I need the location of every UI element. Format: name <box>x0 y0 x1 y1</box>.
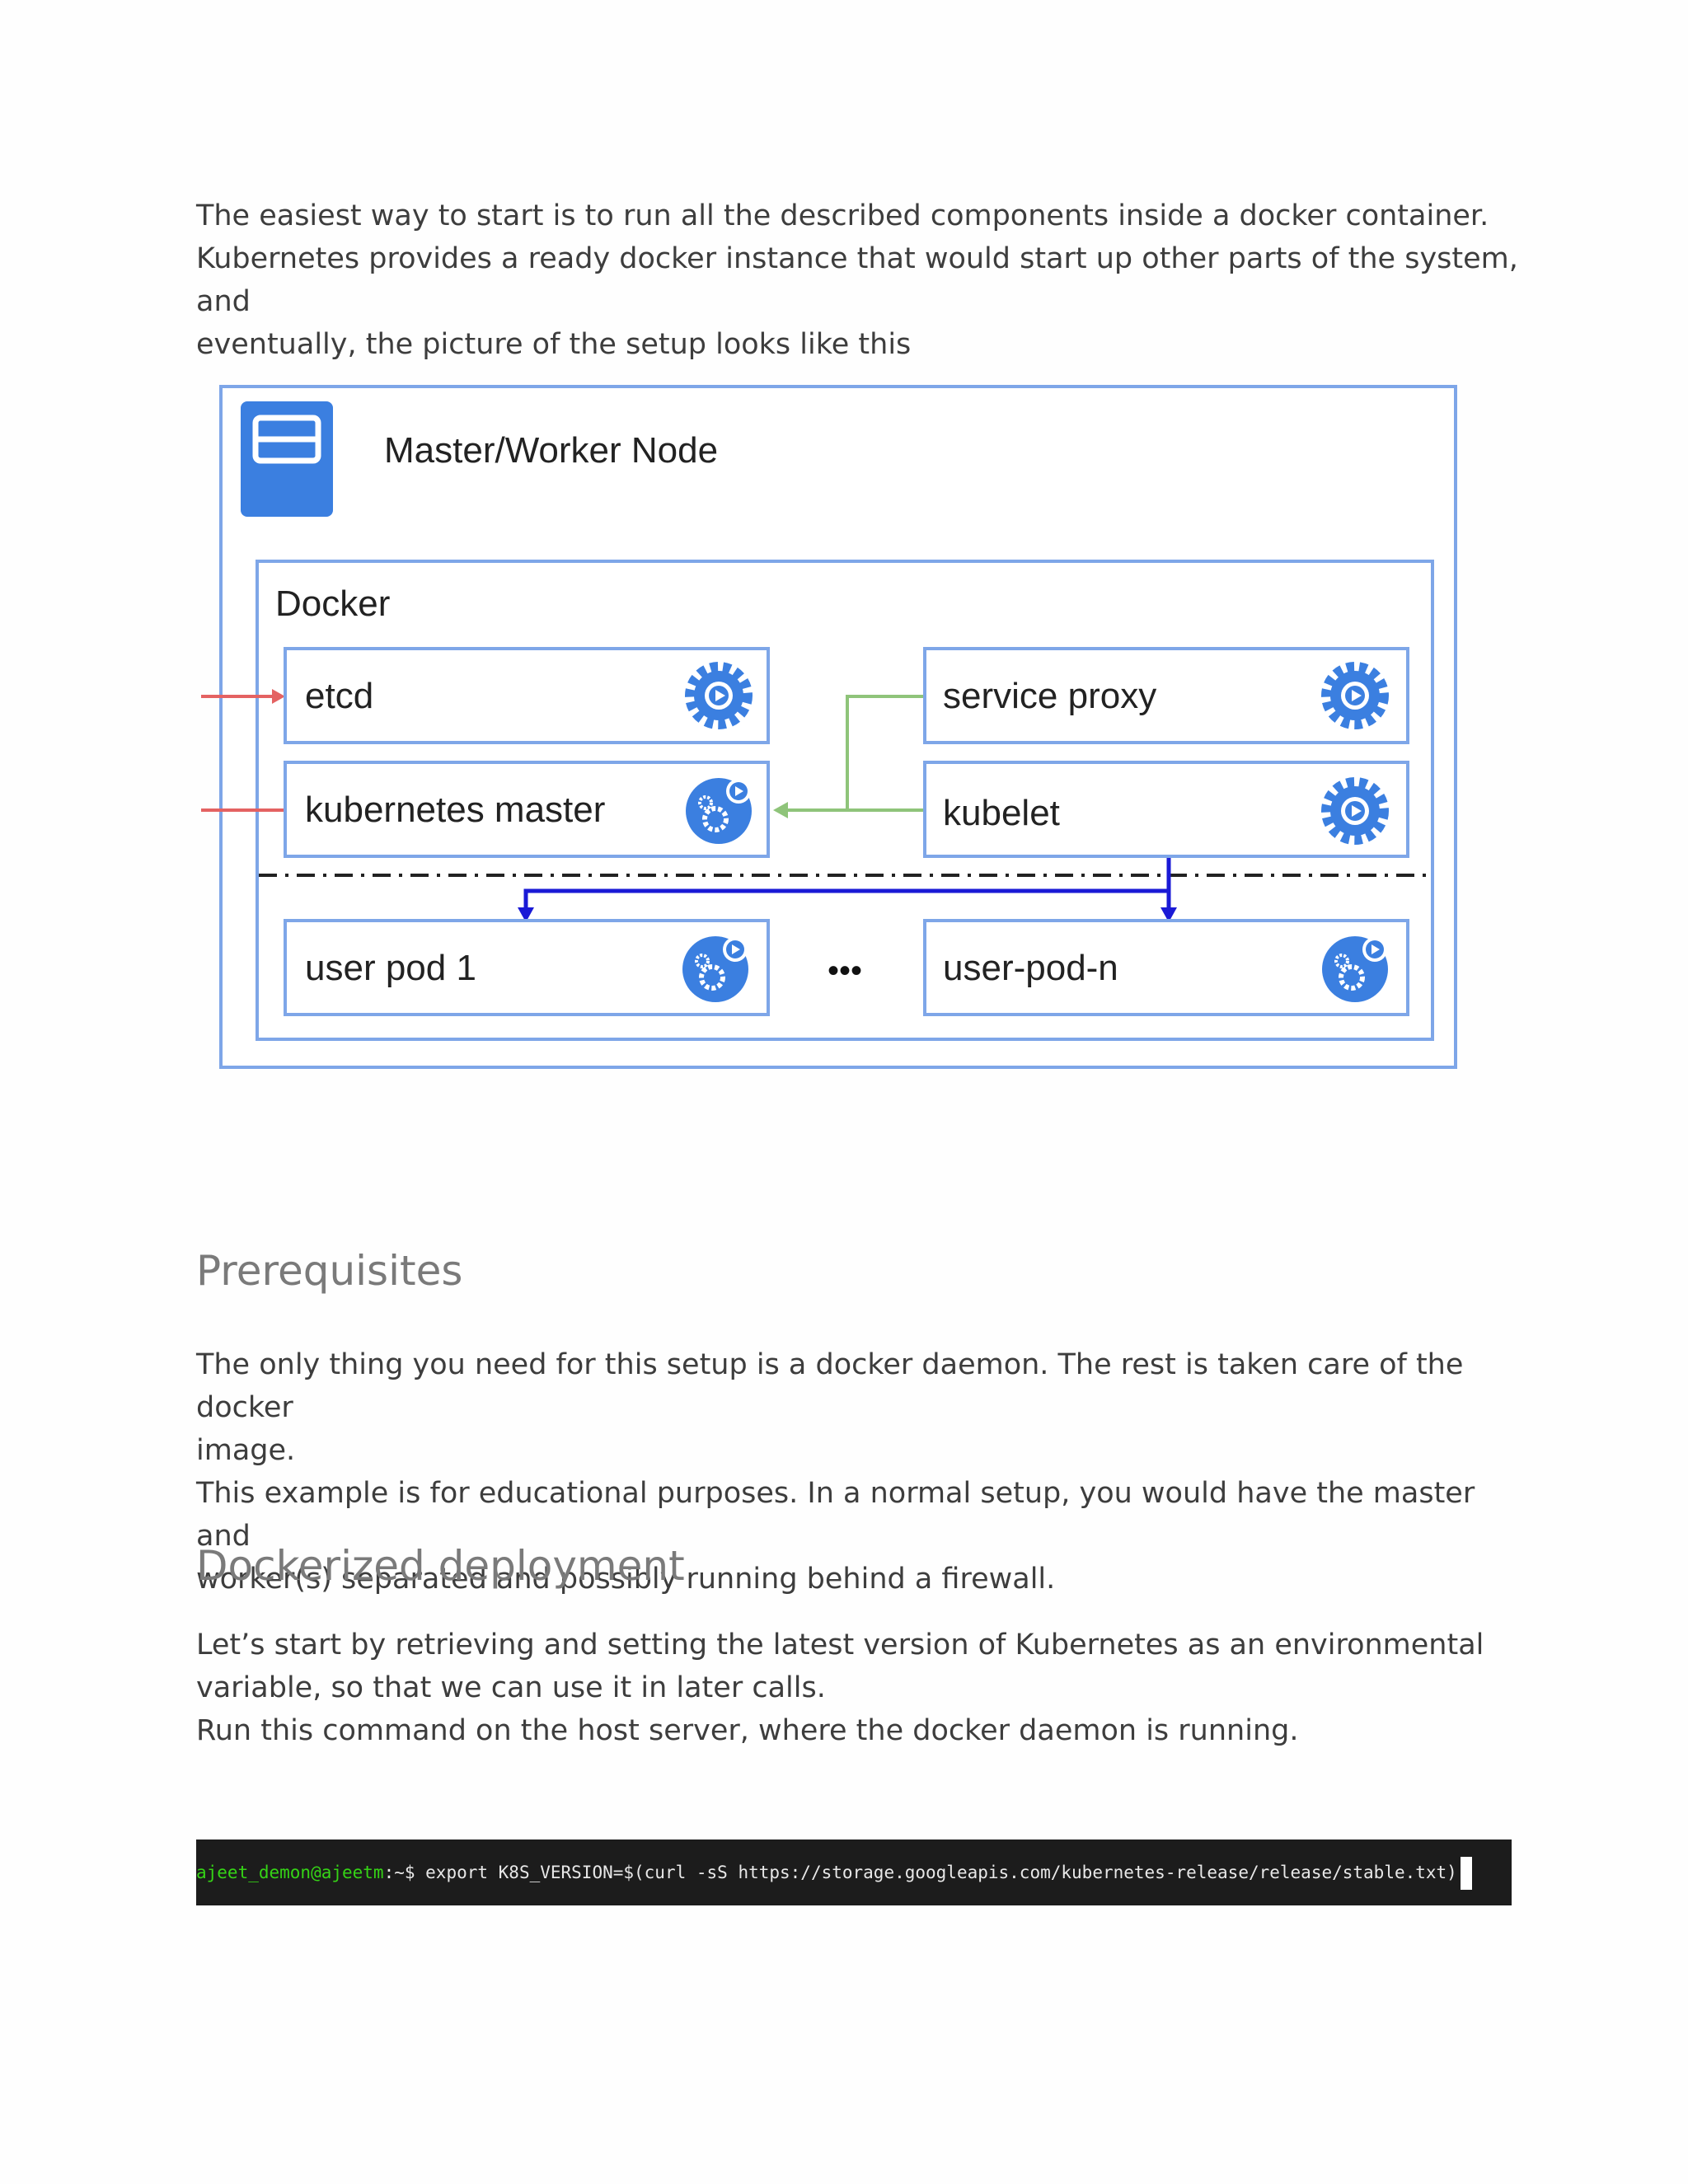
gear-icon <box>1321 777 1389 845</box>
kubelet-to-master-arrows <box>773 695 925 818</box>
prerequisites-paragraph: The only thing you need for this setup i… <box>196 1343 1523 1601</box>
user-pod-1-label: user pod 1 <box>305 948 476 988</box>
deployment-line-1: Let’s start by retrieving and setting th… <box>196 1629 1484 1661</box>
terminal-user: ajeet_demon@ajeetm <box>196 1863 384 1882</box>
prerequisites-heading: Prerequisites <box>196 1247 463 1295</box>
kubelet-to-pods-arrows <box>518 840 1177 922</box>
server-icon <box>241 401 333 517</box>
multi-gear-icon <box>682 936 748 1002</box>
ellipsis: ••• <box>828 953 862 989</box>
prerequisites-line-2: image. <box>196 1434 296 1467</box>
gear-icon <box>685 662 753 729</box>
intro-paragraph: The easiest way to start is to run all t… <box>196 194 1523 366</box>
gear-icon <box>1321 662 1389 729</box>
multi-gear-icon <box>686 778 752 844</box>
user-pod-n-label: user-pod-n <box>943 948 1118 988</box>
intro-line-3: eventually, the picture of the setup loo… <box>196 328 912 361</box>
architecture-diagram: Master/Worker Node Docker etcd kubernete… <box>201 385 1457 1069</box>
intro-line-1: The easiest way to start is to run all t… <box>196 199 1489 232</box>
multi-gear-icon <box>1322 936 1388 1002</box>
docker-title: Docker <box>275 583 390 624</box>
terminal-cursor <box>1460 1857 1472 1890</box>
deployment-line-2: variable, so that we can use it in later… <box>196 1671 826 1704</box>
deployment-paragraph: Let’s start by retrieving and setting th… <box>196 1624 1523 1752</box>
prerequisites-line-1: The only thing you need for this setup i… <box>196 1348 1464 1424</box>
terminal-prompt: :~$ <box>383 1863 426 1882</box>
service-proxy-label: service proxy <box>943 676 1156 716</box>
deployment-line-3: Run this command on the host server, whe… <box>196 1714 1299 1747</box>
intro-line-2: Kubernetes provides a ready docker insta… <box>196 242 1518 318</box>
etcd-label: etcd <box>305 676 373 716</box>
terminal-command-block: ajeet_demon@ajeetm:~$ export K8S_VERSION… <box>196 1840 1512 1905</box>
node-title: Master/Worker Node <box>384 430 718 471</box>
kubelet-label: kubelet <box>943 793 1060 833</box>
external-arrows <box>201 689 285 812</box>
prerequisites-line-3: This example is for educational purposes… <box>196 1477 1475 1553</box>
prerequisites-line-4: worker(s) separated and possibly running… <box>196 1563 1056 1596</box>
deployment-heading: Dockerized deployment <box>196 1542 685 1590</box>
terminal-command: export K8S_VERSION=$(curl -sS https://st… <box>425 1863 1457 1882</box>
kubernetes-master-label: kubernetes master <box>305 790 605 830</box>
